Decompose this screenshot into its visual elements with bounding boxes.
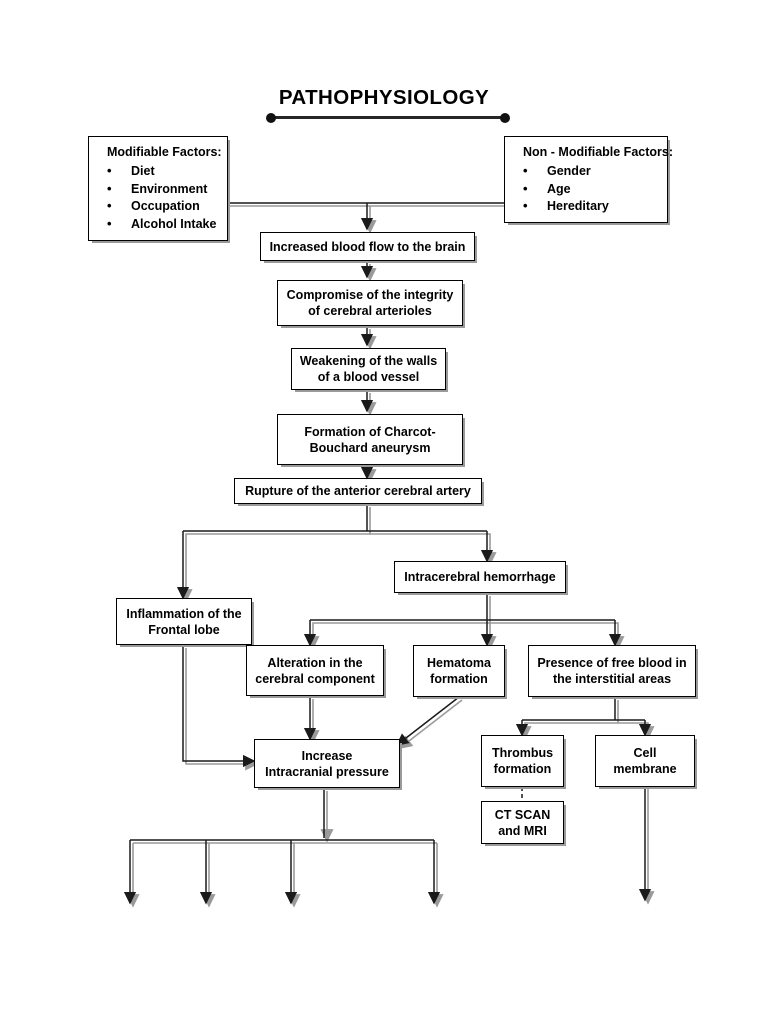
node-line: of cerebral arterioles xyxy=(308,304,432,318)
node-hematoma-formation[interactable]: Hematoma formation xyxy=(413,645,505,697)
node-cell-membrane[interactable]: Cell membrane xyxy=(595,735,695,787)
node-alteration-cerebral-component[interactable]: Alteration in the cerebral component xyxy=(246,645,384,696)
node-inflammation-frontal-lobe[interactable]: Inflammation of the Frontal lobe xyxy=(116,598,252,645)
node-line: membrane xyxy=(613,762,677,776)
node-line: Alteration in the xyxy=(267,655,363,670)
list-item: Hereditary xyxy=(517,197,657,216)
node-line: Increased blood flow to the brain xyxy=(269,239,466,254)
node-intracerebral-hemorrhage[interactable]: Intracerebral hemorrhage xyxy=(394,561,566,593)
title-underline-rule xyxy=(266,112,510,123)
node-presence-free-blood[interactable]: Presence of free blood in the interstiti… xyxy=(528,645,696,697)
node-line: Bouchard aneurysm xyxy=(309,440,431,455)
page-title: PATHOPHYSIOLOGY xyxy=(278,86,490,109)
node-line: formation xyxy=(493,762,552,776)
node-line: Inflammation of the xyxy=(126,606,242,621)
node-increased-blood-flow[interactable]: Increased blood flow to the brain xyxy=(260,232,475,261)
node-charcot-bouchard-aneurysm[interactable]: Formation of Charcot- Bouchard aneurysm xyxy=(277,414,463,465)
node-line: Presence of free blood in xyxy=(537,656,687,670)
node-line: Intracerebral hemorrhage xyxy=(404,570,556,584)
node-line: cerebral component xyxy=(255,671,375,686)
node-ct-scan-and-mri[interactable]: CT SCAN and MRI xyxy=(481,801,564,844)
node-line: formation xyxy=(430,672,488,686)
list-item: Alcohol Intake xyxy=(101,215,217,234)
node-non-modifiable-factors[interactable]: Non - Modifiable Factors: Gender Age Her… xyxy=(504,136,673,223)
modifiable-heading: Modifiable Factors: xyxy=(107,145,222,159)
list-item: Environment xyxy=(101,180,217,199)
node-line: Compromise of the integrity xyxy=(286,288,454,302)
node-thrombus-formation[interactable]: Thrombus formation xyxy=(481,735,564,787)
node-line: Thrombus xyxy=(491,746,554,760)
non-modifiable-heading: Non - Modifiable Factors: xyxy=(523,145,673,159)
node-weakening-walls[interactable]: Weakening of the walls of a blood vessel xyxy=(291,348,446,390)
node-increase-intracranial-pressure[interactable]: Increase Intracranial pressure xyxy=(254,739,400,788)
node-line: of a blood vessel xyxy=(317,370,420,384)
node-line: Increase xyxy=(301,748,353,763)
node-line: Hematoma xyxy=(427,656,491,670)
modifiable-list: Diet Environment Occupation Alcohol Inta… xyxy=(101,162,217,234)
node-line: Cell xyxy=(633,746,657,760)
node-compromise-integrity[interactable]: Compromise of the integrity of cerebral … xyxy=(277,280,463,326)
node-modifiable-factors[interactable]: Modifiable Factors: Diet Environment Occ… xyxy=(88,136,228,241)
non-modifiable-list: Gender Age Hereditary xyxy=(517,162,657,216)
list-item: Age xyxy=(517,180,657,199)
node-line: CT SCAN xyxy=(494,807,551,822)
list-item: Diet xyxy=(101,162,217,181)
node-rupture-anterior-cerebral-artery[interactable]: Rupture of the anterior cerebral artery xyxy=(234,478,482,504)
node-line: Formation of Charcot- xyxy=(304,424,436,439)
list-item: Gender xyxy=(517,162,657,181)
node-line: Frontal lobe xyxy=(148,622,220,637)
node-line: Rupture of the anterior cerebral artery xyxy=(245,484,471,498)
node-line: the interstitial areas xyxy=(552,672,672,686)
node-line: Weakening of the walls xyxy=(299,354,438,368)
list-item: Occupation xyxy=(101,197,217,216)
node-line: and MRI xyxy=(498,823,547,838)
node-line: Intracranial pressure xyxy=(265,764,389,779)
